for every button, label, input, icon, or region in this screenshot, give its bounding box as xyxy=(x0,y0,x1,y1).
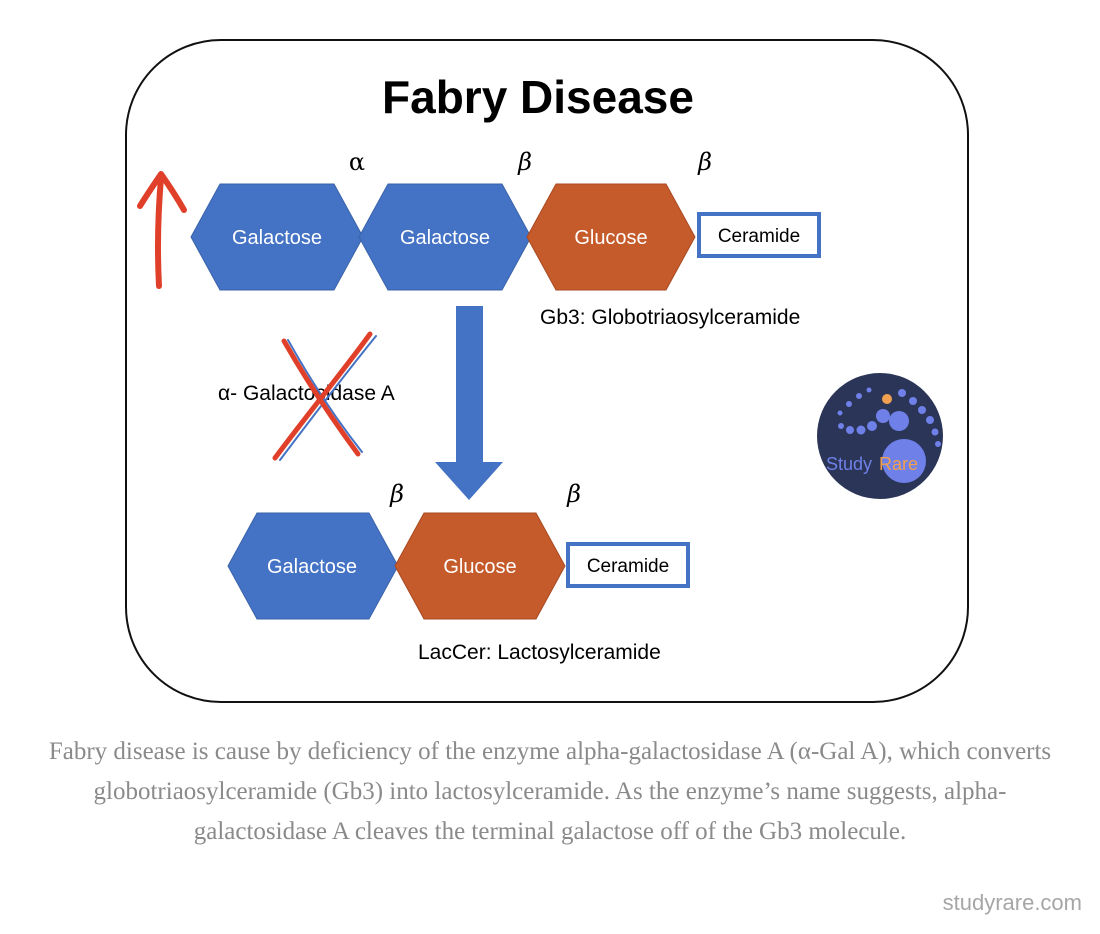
glucose-label: Glucose xyxy=(443,556,516,578)
bond-label-beta-2: β xyxy=(697,148,712,176)
galactose-label: Galactose xyxy=(267,556,357,578)
studyrare-logo: Study Rare xyxy=(817,373,943,499)
logo-text-rare: Rare xyxy=(879,454,918,474)
site-watermark: studyrare.com xyxy=(942,890,1082,915)
galactose-label: Galactose xyxy=(232,227,322,249)
gb3-name-label: Gb3: Globotriaosylceramide xyxy=(540,306,800,329)
galactose-label: Galactose xyxy=(400,227,490,249)
red-up-arrow-icon xyxy=(137,171,187,289)
glucose-label: Glucose xyxy=(574,227,647,249)
bond-label-alpha: α xyxy=(349,148,365,176)
bottom-glucose-unit: Glucose xyxy=(394,512,566,620)
top-galactose-1-unit: Galactose xyxy=(190,183,364,291)
figure-caption: Fabry disease is cause by deficiency of … xyxy=(48,738,1052,845)
blocked-x-icon xyxy=(272,331,377,461)
logo-text-study: Study xyxy=(826,454,872,474)
ceramide-label: Ceramide xyxy=(587,556,669,577)
bottom-ceramide-box: Ceramide xyxy=(566,542,690,588)
bottom-bond-label-beta-2: β xyxy=(566,480,581,508)
glucose-hexagon xyxy=(394,512,566,620)
enzyme-label: α- Galactosidase A xyxy=(218,382,395,405)
bottom-galactose-unit: Galactose xyxy=(227,512,399,620)
top-ceramide-box: Ceramide xyxy=(697,212,821,258)
laccer-name-label: LacCer: Lactosylceramide xyxy=(418,641,661,664)
top-glucose-unit: Glucose xyxy=(526,183,696,291)
conversion-arrow-icon xyxy=(435,306,503,500)
bond-label-beta-1: β xyxy=(517,148,532,176)
fabry-disease-diagram: Fabry Disease α β β Galactose Galactose … xyxy=(112,18,986,716)
ceramide-label: Ceramide xyxy=(718,226,800,247)
bottom-bond-label-beta-1: β xyxy=(389,480,404,508)
diagram-title: Fabry Disease xyxy=(382,71,694,123)
glucose-hexagon xyxy=(526,183,696,291)
top-galactose-2-unit: Galactose xyxy=(358,183,532,291)
